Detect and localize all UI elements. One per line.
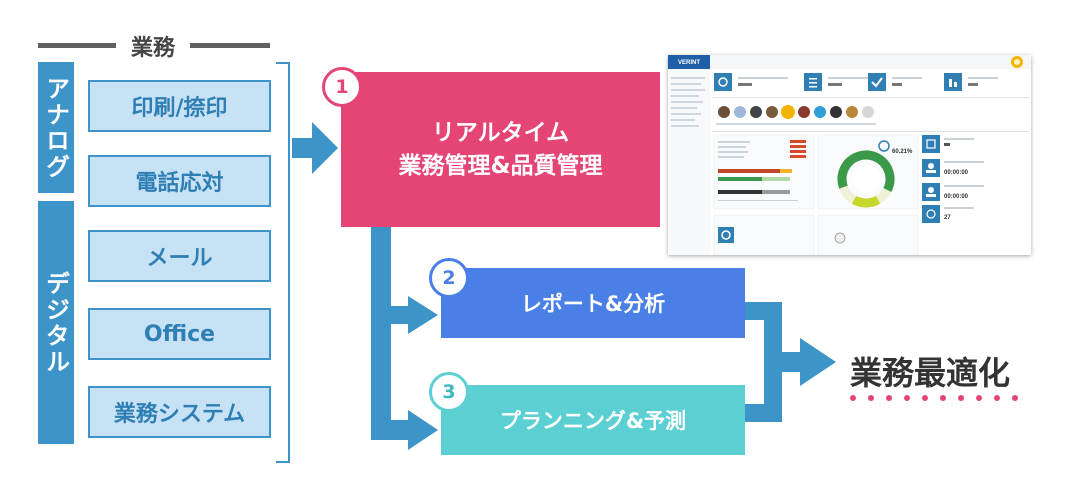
task-bracket [276,62,290,463]
arrow-to-result [800,338,836,386]
category-analog: アナログ [38,62,74,193]
step2-badge: 2 [429,258,469,298]
merge-out [782,352,802,372]
arrow-to-step3 [408,410,438,450]
task-print-stamp: 印刷/捺印 [88,80,271,132]
result-dot [940,395,946,401]
header-line-left [38,43,116,48]
arrow-to-step2 [408,296,438,334]
result-dot [904,395,910,401]
step1-line1: リアルタイム [431,120,570,147]
dashboard-timer-1: 00:00:00 [944,170,969,176]
dashboard-timer-2: 00:00:00 [944,194,969,200]
branch-step3 [371,420,411,440]
header-label: 業務 [130,36,175,61]
header-line-right [190,43,270,48]
branch-step2 [371,306,411,324]
result-dot [922,395,928,401]
step1-line2: 業務管理&品質管理 [398,152,603,179]
task-office: Office [88,308,271,360]
arrow-to-step1 [292,122,338,174]
task-phone: 電話応対 [88,155,271,207]
step3-box: プランニング&予測 [441,385,745,455]
result-dot [850,395,856,401]
dashboard-illustration: VERINT [668,55,1031,255]
dashboard-count: 27 [944,215,951,221]
dashboard-logo: VERINT [678,60,700,66]
step3-badge: 3 [429,372,469,412]
result-dot [1012,395,1018,401]
step1-badge: 1 [322,67,362,107]
result-dot [994,395,1000,401]
trunk-vertical [371,227,391,440]
task-business-system: 業務システム [88,386,271,438]
dashboard-percent: 60.21% [892,149,913,155]
task-mail: メール [88,230,271,282]
result-label: 業務最適化 [850,354,1011,392]
result-dot [868,395,874,401]
result-dot [886,395,892,401]
step2-box: レポート&分析 [441,268,745,338]
result-dot [958,395,964,401]
step1-box: リアルタイム 業務管理&品質管理 [341,72,660,227]
dashboard-screenshot: VERINT [668,55,1031,255]
category-digital: デジタル [38,201,74,444]
result-dot [976,395,982,401]
merge-vertical [764,302,782,422]
